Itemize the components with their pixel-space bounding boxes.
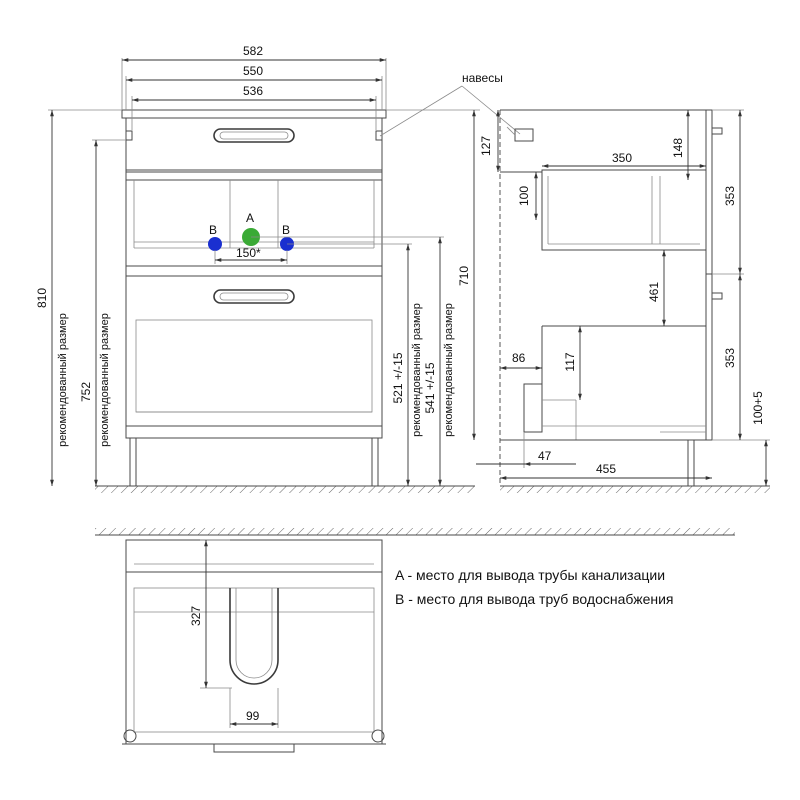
dim-353-bottom: 353: [723, 348, 737, 368]
dim-541: 541 +/-15: [423, 362, 437, 413]
hinge-left: [125, 130, 133, 141]
dim-86: 86: [512, 351, 526, 365]
side-leg: [687, 439, 695, 487]
legend-a: A - место для вывода трубы канализации: [395, 567, 665, 583]
point-a-label: A: [246, 211, 254, 225]
dim-148: 148: [671, 138, 685, 158]
dim-536: 536: [243, 84, 263, 98]
dim-752: 752: [79, 382, 93, 402]
hinges-label: навесы: [462, 71, 503, 85]
side-front-panel: [705, 109, 713, 441]
dim-550: 550: [243, 64, 263, 78]
plan-handle: [213, 743, 295, 753]
point-b-right-label: B: [282, 223, 290, 237]
side-handle-top: [711, 127, 723, 135]
point-b-left: [208, 237, 222, 251]
recommended-size-541: рекомендованный размер: [443, 303, 455, 437]
front-view: B A B 150* 582 550 536 810 рекомендованн…: [35, 44, 521, 493]
dim-810: 810: [35, 288, 49, 308]
dim-521: 521 +/-15: [391, 352, 405, 403]
dim-327: 327: [189, 606, 203, 626]
dim-150: 150*: [236, 246, 261, 260]
dim-455: 455: [596, 462, 616, 476]
dim-353-top: 353: [723, 186, 737, 206]
recommended-size-810: рекомендованный размер: [57, 313, 69, 447]
dim-117: 117: [563, 352, 577, 371]
floor-hatch-side: [500, 486, 770, 493]
lower-drawer-handle: [213, 289, 295, 304]
side-view: 127 148 350 100 353 353 100+5 461 86 117…: [476, 109, 770, 493]
dim-99: 99: [246, 709, 260, 723]
dim-47: 47: [538, 449, 552, 463]
side-hinge: [514, 128, 534, 142]
dim-127: 127: [479, 136, 493, 156]
plan-view: 327 99: [95, 528, 735, 753]
hinge-right: [375, 130, 383, 141]
recommended-size-752: рекомендованный размер: [99, 313, 111, 447]
upper-drawer-front: [125, 117, 383, 171]
legend-b: B - место для вывода труб водоснабжения: [395, 591, 674, 607]
leg-left-front: [129, 437, 137, 487]
side-handle-bottom: [711, 292, 723, 300]
legend: A - место для вывода трубы канализации B…: [395, 567, 674, 607]
recommended-size-521: рекомендованный размер: [411, 303, 423, 437]
dim-100-5: 100+5: [751, 391, 765, 425]
leg-right-front: [371, 437, 379, 487]
cabinet-body-front: [125, 117, 383, 439]
countertop-front: [121, 109, 387, 119]
side-siphon-notch: [523, 383, 543, 433]
dim-350: 350: [612, 151, 632, 165]
dim-710: 710: [457, 266, 471, 286]
dim-582: 582: [243, 44, 263, 58]
dim-461: 461: [647, 282, 661, 302]
upper-drawer-handle: [213, 128, 295, 143]
side-upper-drawer: [541, 169, 707, 251]
wall-hatch-plan: [95, 528, 735, 535]
floor-hatch-front: [95, 486, 475, 493]
point-b-left-label: B: [209, 223, 217, 237]
dim-100: 100: [517, 186, 531, 206]
plan-siphon-cutout: [229, 588, 279, 685]
